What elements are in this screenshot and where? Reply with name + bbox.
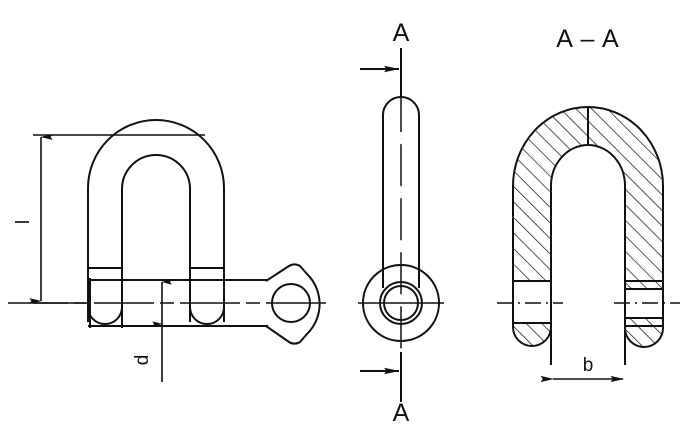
- section-right-bottom-hatch: [624, 325, 664, 348]
- front-view: l d: [8, 119, 332, 382]
- section-view: A – A: [497, 25, 680, 383]
- shackle-outline-inner: [121, 154, 191, 322]
- shackle-outline-outer: [87, 119, 225, 322]
- pin-head-outline: [265, 263, 321, 345]
- section-view-title: A – A: [556, 25, 619, 53]
- dimension-label-d: d: [132, 355, 153, 366]
- dimension-b: b: [540, 355, 624, 383]
- section-right-sliver-bottom: [624, 317, 664, 327]
- drawing-content: l d: [8, 19, 680, 427]
- dimension-l: l: [13, 134, 205, 304]
- side-view: A A: [358, 19, 444, 427]
- left-leg-round-end: [87, 306, 123, 325]
- dimension-label-l: l: [13, 220, 34, 224]
- dimension-d: d: [132, 279, 172, 382]
- pin-head-hole: [271, 283, 311, 323]
- section-left-pin-band: [512, 280, 552, 324]
- section-right-sliver-top: [624, 280, 664, 290]
- right-leg-round-end: [189, 306, 225, 325]
- section-mark-label-top: A: [393, 19, 410, 47]
- dimension-label-b: b: [583, 355, 594, 376]
- section-mark-label-bottom: A: [393, 399, 410, 427]
- section-left-bottom-hatch: [512, 322, 552, 347]
- side-view-shank-outline: [382, 96, 420, 288]
